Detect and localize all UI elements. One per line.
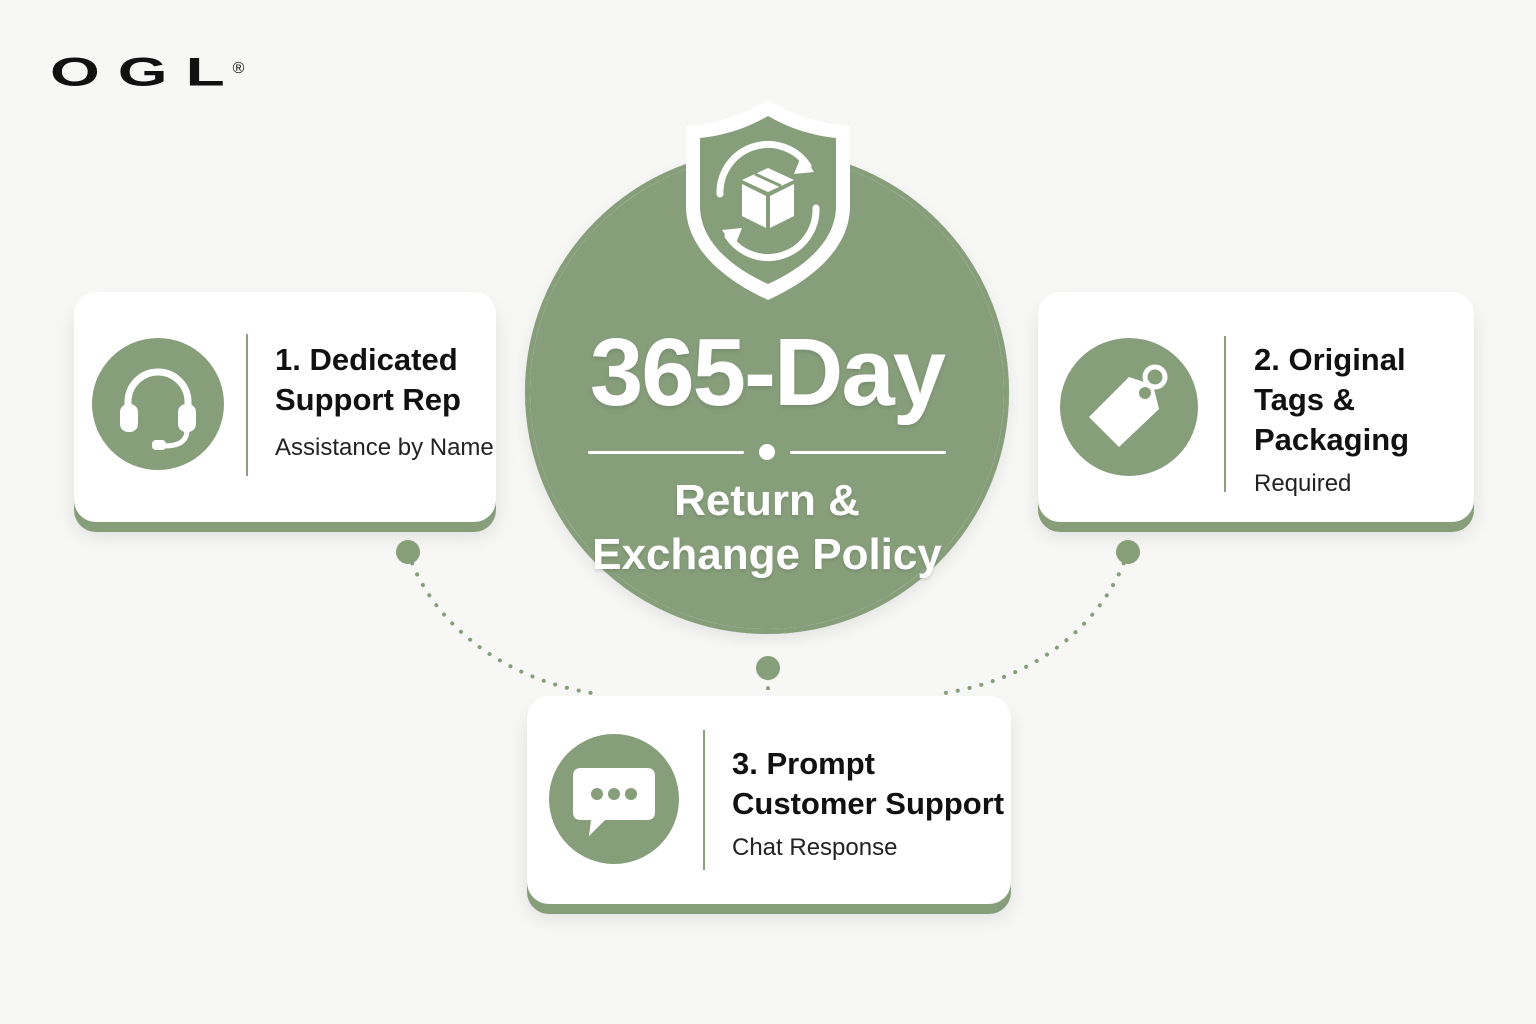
- logo-text: OGL: [50, 49, 243, 95]
- shield-box-return-icon: [686, 100, 850, 300]
- card-2-title-line-1: 2. Original: [1254, 342, 1406, 377]
- center-connector-node: [756, 656, 780, 680]
- card-1-title-line-2: Support Rep: [275, 382, 461, 417]
- policy-subtitle-line-1: Return &: [674, 476, 860, 525]
- policy-divider: [588, 444, 946, 460]
- divider-line-right: [790, 451, 946, 454]
- card-1-title-line-1: 1. Dedicated: [275, 342, 458, 377]
- card-2-connector-node: [1116, 540, 1140, 564]
- card-2-title: 2. Original Tags & Packaging: [1254, 340, 1409, 460]
- card-1-connector-node: [396, 540, 420, 564]
- card-3-icon-circle: [549, 734, 679, 864]
- chat-bubble-icon: [573, 768, 655, 836]
- price-tag-icon: [1089, 364, 1168, 447]
- card-original-tags: 2. Original Tags & Packaging Required: [1038, 292, 1474, 522]
- headset-icon: [120, 368, 196, 450]
- card-3-title-line-1: 3. Prompt: [732, 746, 875, 781]
- brand-logo: OGL ®: [50, 52, 330, 112]
- policy-subtitle: Return & Exchange Policy: [525, 474, 1009, 582]
- card-1-separator: [246, 334, 248, 476]
- card-3-title: 3. Prompt Customer Support: [732, 744, 1004, 824]
- card-2-icon-circle: [1060, 338, 1198, 476]
- policy-subtitle-line-2: Exchange Policy: [592, 530, 942, 579]
- card-3-subtitle: Chat Response: [732, 834, 898, 861]
- card-3-title-line-2: Customer Support: [732, 786, 1005, 821]
- card-2-subtitle: Required: [1254, 470, 1352, 497]
- divider-dot: [759, 444, 775, 460]
- card-2-title-line-3: Packaging: [1254, 422, 1410, 457]
- card-1-icon-circle: [92, 338, 224, 470]
- card-dedicated-support: 1. Dedicated Support Rep Assistance by N…: [74, 292, 496, 522]
- card-1-subtitle: Assistance by Name: [275, 434, 494, 461]
- card-2-title-line-2: Tags &: [1254, 382, 1356, 417]
- divider-line-left: [588, 451, 744, 454]
- card-2-separator: [1224, 336, 1226, 492]
- policy-headline: 365-Day: [589, 319, 946, 426]
- registered-mark: ®: [232, 60, 245, 77]
- card-prompt-support: 3. Prompt Customer Support Chat Response: [527, 696, 1011, 904]
- card-1-title: 1. Dedicated Support Rep: [275, 340, 461, 420]
- card-3-separator: [703, 730, 705, 870]
